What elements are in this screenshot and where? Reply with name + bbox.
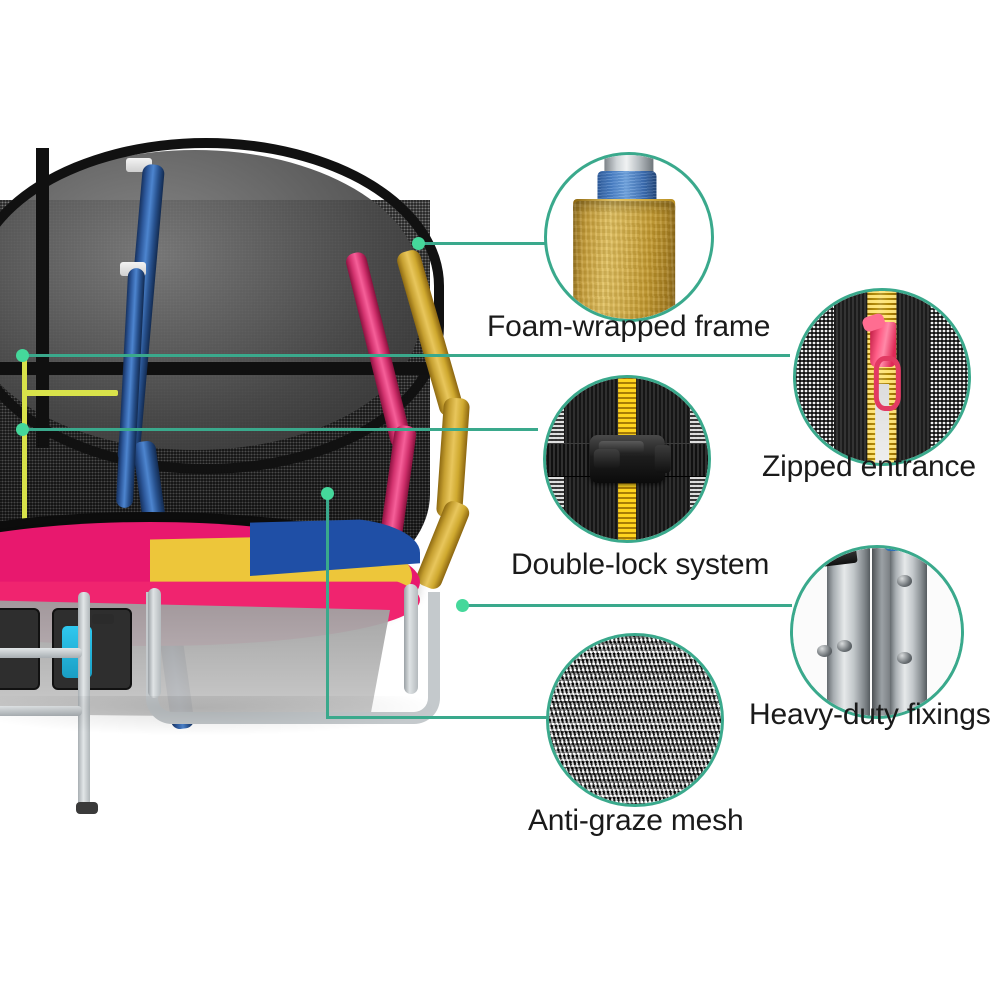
connector-line-anti-graze-mesh-vertical (326, 492, 329, 718)
ladder-foot (76, 802, 98, 814)
net-tension-cord (22, 390, 118, 396)
callout-circle-heavy-duty-fixings (790, 545, 964, 719)
connector-dot-zipped-entrance (16, 349, 29, 362)
blue-foam-cap (883, 548, 935, 552)
callout-circle-anti-graze-mesh (546, 633, 724, 807)
net-tension-cord (22, 350, 27, 530)
net-horizontal-band (0, 362, 430, 375)
bolt-icon (897, 652, 913, 664)
feature-label-zipped-entrance: Zipped entrance (762, 450, 976, 483)
zipper-pull-tab (873, 356, 902, 412)
gold-foam-sleeve (573, 200, 675, 319)
connector-dot-double-lock-system (16, 423, 29, 436)
callout-circle-double-lock-system (543, 375, 711, 543)
connector-line-anti-graze-mesh (326, 716, 548, 719)
steel-tube (871, 548, 894, 716)
callout-circle-zipped-entrance (793, 288, 971, 466)
steel-tube (890, 548, 928, 716)
connector-line-zipped-entrance (22, 354, 790, 357)
bottle-cap (92, 614, 114, 624)
connector-dot-foam-wrapped-frame (412, 237, 425, 250)
connector-line-heavy-duty-fixings (462, 604, 792, 607)
connector-line-foam-wrapped-frame (418, 242, 546, 245)
enclosure-top-rim (0, 138, 444, 474)
connector-dot-heavy-duty-fixings (456, 599, 469, 612)
callout-circle-foam-wrapped-frame (544, 152, 714, 322)
connector-line-double-lock-system (22, 428, 538, 431)
connector-dot-anti-graze-mesh (321, 487, 334, 500)
feature-label-double-lock-system: Double-lock system (511, 548, 770, 581)
mesh-panel-left (796, 291, 838, 463)
steel-tube (826, 548, 871, 716)
bolt-icon (897, 574, 913, 587)
bolt-icon (836, 640, 852, 653)
mesh-panel-right (926, 291, 968, 463)
side-release-buckle (589, 434, 671, 484)
net-vertical-band (36, 148, 49, 448)
leg-post (404, 584, 418, 694)
knit-mesh-texture (549, 636, 721, 804)
ladder-step (0, 706, 82, 716)
ladder-step (0, 648, 82, 658)
feature-label-anti-graze-mesh: Anti-graze mesh (528, 804, 744, 837)
product-photo-trampoline (0, 138, 500, 860)
feature-label-heavy-duty-fixings: Heavy-duty fixings (749, 698, 991, 731)
bolt-icon (816, 645, 832, 658)
buckle-prong (594, 449, 620, 469)
feature-label-foam-wrapped-frame: Foam-wrapped frame (487, 310, 771, 343)
leg-post (148, 588, 161, 698)
ladder-rail (78, 592, 90, 808)
